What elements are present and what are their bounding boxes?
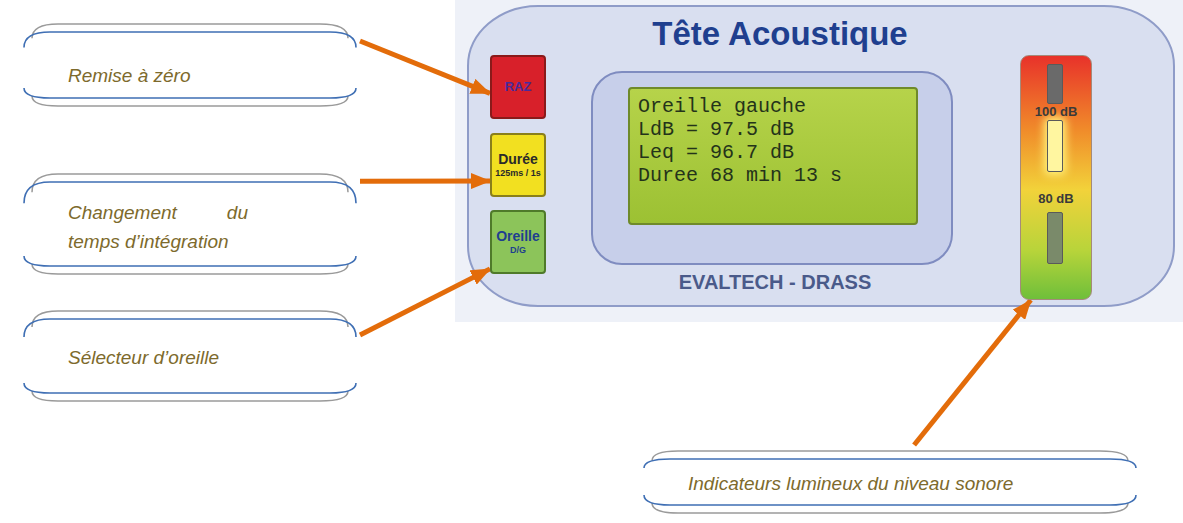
- panel-outline: [468, 6, 1174, 306]
- level-mark: 100 dB: [1021, 104, 1091, 119]
- pointer-arrow: [360, 41, 490, 93]
- push-button: Durée125ms / 1s: [490, 133, 546, 197]
- pointer-arrow: [360, 179, 490, 184]
- pointer-arrow: [360, 269, 490, 335]
- callout-text: Changement du temps d’intégration: [68, 198, 248, 256]
- callout-text: Sélecteur d’oreille: [68, 343, 219, 372]
- brand-label: EVALTECH - DRASS: [470, 271, 1080, 294]
- callout-box: Changement du temps d’intégration: [18, 168, 360, 278]
- level-mark: 80 dB: [1021, 191, 1091, 206]
- callout-text: Indicateurs lumineux du niveau sonore: [688, 469, 1013, 498]
- pointer-arrow: [914, 300, 1031, 445]
- scroll-outline: [18, 18, 360, 110]
- screen-frame: [592, 72, 952, 264]
- button-sublabel: D/G: [510, 245, 526, 256]
- push-button: OreilleD/G: [490, 210, 546, 274]
- callout-text: Remise à zéro: [68, 61, 191, 90]
- lcd-line: Oreille gauche: [638, 95, 908, 118]
- level-indicator: 100 dB 80 dB: [1020, 55, 1092, 300]
- device-title: Tête Acoustique: [470, 15, 1090, 53]
- device-panel: Tête AcoustiqueEVALTECH - DRASSRAZDurée1…: [470, 5, 1170, 305]
- level-lamp: [1047, 64, 1063, 104]
- button-label: Durée: [498, 151, 538, 169]
- callout-box: Indicateurs lumineux du niveau sonore: [638, 445, 1140, 517]
- push-button: RAZ: [490, 55, 546, 119]
- button-label: RAZ: [505, 79, 532, 95]
- callout-box: Sélecteur d’oreille: [18, 305, 360, 405]
- lcd-line: Duree 68 min 13 s: [638, 164, 908, 187]
- lcd-screen: Oreille gaucheLdB = 97.5 dBLeq = 96.7 dB…: [628, 87, 918, 225]
- button-label: Oreille: [496, 228, 540, 246]
- callout-box: Remise à zéro: [18, 18, 360, 110]
- level-lamp: [1047, 212, 1063, 264]
- lcd-line: Leq = 96.7 dB: [638, 141, 908, 164]
- level-lamp: [1047, 120, 1063, 172]
- lcd-line: LdB = 97.5 dB: [638, 118, 908, 141]
- photo-ground: [455, 0, 1183, 322]
- button-sublabel: 125ms / 1s: [495, 168, 541, 179]
